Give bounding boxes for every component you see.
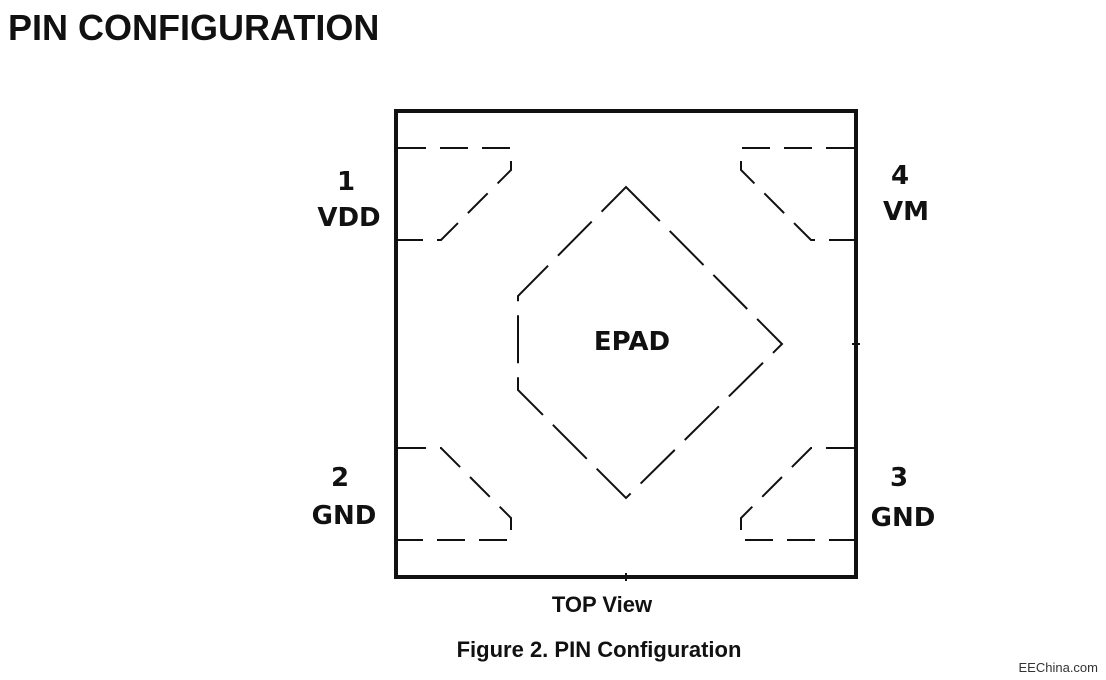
pin-2-name: GND <box>312 501 377 531</box>
figure-caption: Figure 2. PIN Configuration <box>0 636 1106 664</box>
epad-label: EPAD <box>594 327 670 357</box>
pin-3-pad <box>740 447 854 541</box>
pin-1-name: VDD <box>317 203 380 233</box>
view-label: TOP View <box>0 592 1106 618</box>
pin-4-name: VM <box>883 197 929 227</box>
epad-outline <box>517 185 784 500</box>
figure-caption-text: Figure 2. PIN Configuration <box>456 637 742 662</box>
pin-1-pad <box>398 147 512 241</box>
pin-4-number: 4 <box>891 161 909 191</box>
watermark: EEChina.com <box>1018 660 1098 675</box>
pin-3-name: GND <box>871 503 936 533</box>
pin-4-pad <box>740 147 854 241</box>
view-label-text: TOP View <box>551 592 653 617</box>
pin-2-pad <box>398 447 512 541</box>
page-title: PIN CONFIGURATION <box>8 7 380 48</box>
pin-2-number: 2 <box>331 463 349 493</box>
pin-3-number: 3 <box>890 463 908 493</box>
pin-1-number: 1 <box>337 167 355 197</box>
